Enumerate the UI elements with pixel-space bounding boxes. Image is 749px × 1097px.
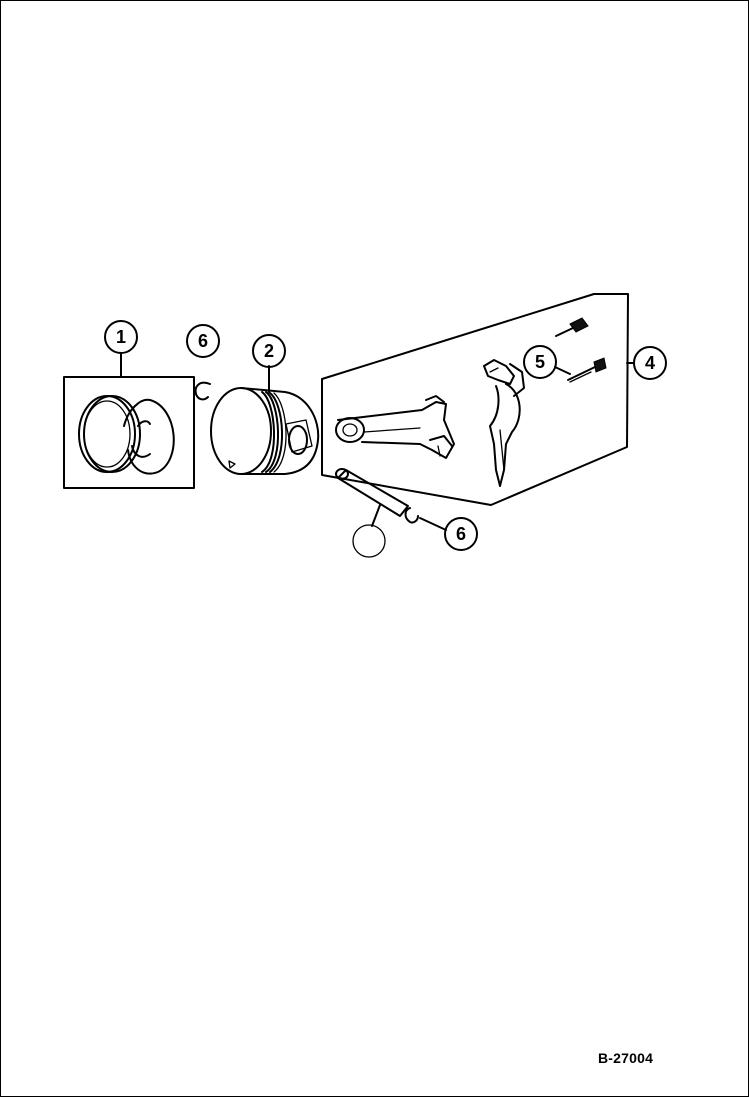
- rod-bolts: 5: [523, 317, 607, 383]
- rod-assembly-box: [321, 293, 629, 506]
- callout-1: 1: [116, 327, 126, 347]
- callout-2: 2: [264, 341, 274, 361]
- figure-code: B-27004: [598, 1050, 654, 1066]
- bolt-shank: [567, 366, 596, 381]
- snap-ring-clip-lower: [404, 507, 419, 524]
- callout-circle-4: [633, 346, 667, 380]
- callout-6-top: 6: [198, 331, 208, 351]
- ring-1: [78, 395, 136, 473]
- ring-3: [127, 399, 175, 475]
- callout-circle-2: [252, 334, 286, 368]
- bolt-head-lower: [593, 357, 607, 373]
- pin-body: [337, 469, 409, 517]
- callout-circle-6-top: [186, 324, 220, 358]
- ring-2: [83, 395, 141, 473]
- snap-ring-top: 6: [186, 324, 220, 401]
- callout-6-bottom: 6: [456, 524, 466, 544]
- callout-4: 4: [645, 353, 655, 373]
- rod-cap: [483, 359, 525, 487]
- connecting-rod: [335, 395, 455, 459]
- bolt-head-upper: [569, 317, 589, 333]
- callout-circle-1: [104, 320, 138, 354]
- snap-ring-clip: [194, 381, 211, 401]
- small-end: [335, 417, 365, 443]
- callout-circle-5: [523, 345, 557, 379]
- leader-pin: [371, 504, 381, 527]
- piston-crown: [210, 387, 272, 475]
- leader-6-bottom: [419, 517, 447, 531]
- connecting-rod-assembly: 4 5: [321, 293, 667, 506]
- ring-set-box: [63, 376, 195, 489]
- piston: 2: [210, 334, 320, 475]
- callout-circle-6-bottom: [444, 517, 478, 551]
- snap-ring-bottom: 6: [404, 507, 478, 551]
- callout-circle-pin: [352, 524, 386, 558]
- callout-5: 5: [535, 352, 545, 372]
- piston-ring-set: 1: [63, 320, 195, 489]
- leader-5: [554, 366, 571, 375]
- piston-skirt: [240, 387, 320, 475]
- direction-mark: [228, 460, 236, 469]
- piston-pin: [335, 468, 409, 558]
